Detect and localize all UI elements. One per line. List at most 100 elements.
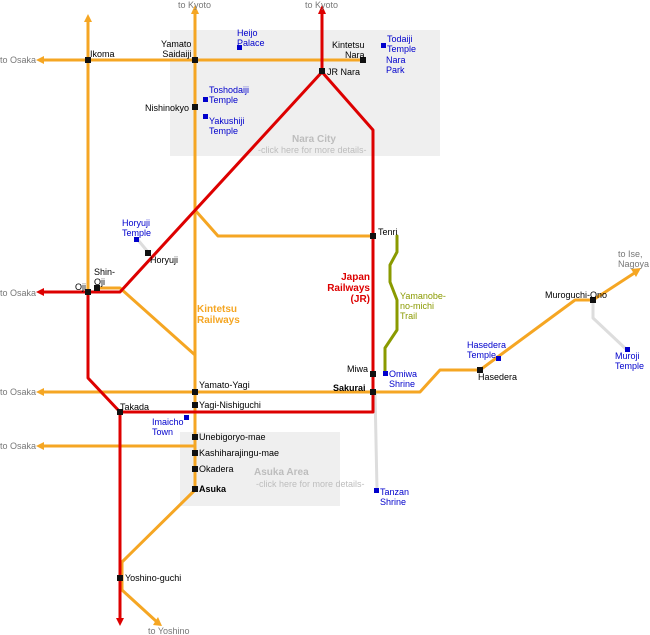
station-marker-tenri[interactable] bbox=[370, 233, 376, 239]
station-label-asuka[interactable]: Asuka bbox=[199, 484, 227, 494]
direction-to-osaka-3: to Osaka bbox=[0, 387, 37, 397]
station-label-unebigoryo-mae[interactable]: Unebigoryo-mae bbox=[199, 432, 266, 442]
station-marker-takada[interactable] bbox=[117, 409, 123, 415]
station-marker-shin-oji[interactable] bbox=[94, 285, 100, 291]
station-marker-horyuji[interactable] bbox=[145, 250, 151, 256]
station-label-okadera[interactable]: Okadera bbox=[199, 464, 234, 474]
landmark-label-nara-park[interactable]: Nara Park bbox=[386, 55, 406, 75]
direction-to-osaka-1: to Osaka bbox=[0, 55, 37, 65]
station-label-kashiharajingu-mae[interactable]: Kashiharajingu-mae bbox=[199, 448, 280, 458]
landmark-marker-todaiji[interactable] bbox=[381, 43, 386, 48]
station-label-horyuji[interactable]: Horyuji bbox=[150, 255, 179, 265]
station-label-yoshino-guchi[interactable]: Yoshino-guchi bbox=[125, 573, 182, 583]
station-marker-muroguchi-ono[interactable] bbox=[590, 297, 596, 303]
direction-to-osaka-2: to Osaka bbox=[0, 288, 37, 298]
station-marker-yamato-saidaiji[interactable] bbox=[192, 57, 198, 63]
station-label-shin-oji[interactable]: Shin- Oji bbox=[94, 267, 116, 287]
landmark-label-imaicho[interactable]: Imaicho Town bbox=[152, 417, 184, 437]
station-marker-oji[interactable] bbox=[85, 289, 91, 295]
station-marker-sakurai[interactable] bbox=[370, 389, 376, 395]
station-label-yamato-saidaiji[interactable]: Yamato Saidaiji bbox=[161, 39, 192, 59]
landmark-label-tanzan[interactable]: Tanzan Shrine bbox=[380, 487, 410, 507]
station-label-yamato-yagi[interactable]: Yamato-Yagi bbox=[199, 380, 250, 390]
arrow-north-ikoma bbox=[84, 14, 92, 22]
kintetsu-line-kashihara bbox=[120, 12, 197, 580]
line-label-kintetsu: Kintetsu Railways bbox=[197, 304, 240, 326]
asuka-area[interactable]: Asuka Area -click here for more details- bbox=[180, 432, 365, 506]
arrow-to-osaka-jr bbox=[36, 288, 44, 296]
landmark-marker-toshodaiji[interactable] bbox=[203, 97, 208, 102]
walk-path-muroji bbox=[591, 298, 629, 352]
landmark-marker-heijo-palace[interactable] bbox=[237, 45, 242, 50]
landmark-marker-tanzan[interactable] bbox=[374, 488, 379, 493]
landmark-label-todaiji[interactable]: Todaiji Temple bbox=[387, 34, 417, 54]
station-label-kintetsu-nara[interactable]: Kintetsu Nara bbox=[332, 40, 365, 60]
station-marker-asuka[interactable] bbox=[192, 486, 198, 492]
landmark-label-omiwa-shrine[interactable]: Omiwa Shrine bbox=[389, 369, 418, 389]
landmark-marker-horyuji-temple[interactable] bbox=[134, 237, 139, 242]
arrow-south-jr bbox=[116, 618, 124, 626]
walk-path-tanzan bbox=[373, 390, 379, 492]
kintetsu-line-tenri bbox=[193, 208, 375, 238]
landmark-label-horyuji-temple[interactable]: Horyuji Temple bbox=[122, 218, 152, 238]
landmark-label-hasedera-temple[interactable]: Hasedera Temple bbox=[467, 340, 507, 360]
station-label-yagi-nishiguchi[interactable]: Yagi-Nishiguchi bbox=[199, 400, 261, 410]
station-marker-hasedera[interactable] bbox=[477, 367, 483, 373]
nara-city-area-title: Nara City bbox=[292, 134, 336, 145]
direction-to-ise-nagoya: to Ise, Nagoya bbox=[618, 249, 650, 269]
station-marker-yoshino-guchi[interactable] bbox=[117, 575, 123, 581]
yamanobe-trail-path bbox=[383, 234, 399, 375]
landmark-label-yakushiji[interactable]: Yakushiji Temple bbox=[209, 116, 245, 136]
arrow-to-osaka-minami bbox=[36, 442, 44, 450]
arrow-to-yoshino bbox=[153, 617, 162, 626]
arrow-to-kyoto-kintetsu bbox=[191, 5, 199, 14]
station-marker-okadera[interactable] bbox=[192, 466, 198, 472]
landmark-marker-imaicho[interactable] bbox=[184, 415, 189, 420]
kintetsu-line-tawaramoto bbox=[98, 286, 197, 357]
landmark-label-muroji[interactable]: Muroji Temple bbox=[615, 351, 645, 371]
station-marker-kashiharajingu-mae[interactable] bbox=[192, 450, 198, 456]
station-marker-yagi-nishiguchi[interactable] bbox=[192, 402, 198, 408]
arrow-to-osaka-osaka-line bbox=[36, 388, 44, 396]
station-label-sakurai[interactable]: Sakurai bbox=[333, 383, 366, 393]
station-marker-unebigoryo-mae[interactable] bbox=[192, 434, 198, 440]
direction-to-kyoto-jr: to Kyoto bbox=[305, 0, 339, 10]
station-label-oji[interactable]: Oji bbox=[75, 282, 86, 292]
station-label-muroguchi-ono[interactable]: Muroguchi-Ono bbox=[545, 290, 608, 300]
station-marker-jr-nara[interactable] bbox=[319, 68, 325, 74]
station-label-hasedera[interactable]: Hasedera bbox=[478, 372, 518, 382]
station-label-tenri[interactable]: Tenri bbox=[378, 227, 398, 237]
station-label-ikoma[interactable]: Ikoma bbox=[90, 49, 115, 59]
station-marker-yamato-yagi[interactable] bbox=[192, 389, 198, 395]
landmark-marker-omiwa-shrine[interactable] bbox=[383, 371, 388, 376]
landmark-marker-muroji[interactable] bbox=[625, 347, 630, 352]
station-label-takada[interactable]: Takada bbox=[120, 402, 150, 412]
landmark-label-toshodaiji[interactable]: Toshodaiji Temple bbox=[209, 85, 250, 105]
landmark-marker-yakushiji[interactable] bbox=[203, 114, 208, 119]
jr-line-nara bbox=[320, 12, 375, 394]
landmark-marker-hasedera-temple[interactable] bbox=[496, 356, 501, 361]
station-label-miwa[interactable]: Miwa bbox=[347, 364, 369, 374]
landmark-label-heijo-palace[interactable]: Heijo Palace bbox=[237, 28, 265, 48]
arrow-to-ise bbox=[631, 268, 641, 277]
jr-line-yamatoji bbox=[40, 70, 324, 294]
nara-city-area[interactable]: Nara City -click here for more details- bbox=[170, 30, 440, 156]
nara-city-area-subtitle: -click here for more details- bbox=[258, 145, 367, 155]
station-marker-nishinokyo[interactable] bbox=[192, 104, 198, 110]
station-marker-ikoma[interactable] bbox=[85, 57, 91, 63]
line-label-jr: Japan Railways (JR) bbox=[327, 272, 370, 305]
arrow-to-osaka-nara-line bbox=[36, 56, 44, 64]
kintetsu-line-yoshino bbox=[120, 576, 159, 624]
direction-to-osaka-4: to Osaka bbox=[0, 441, 37, 451]
station-marker-kintetsu-nara[interactable] bbox=[360, 57, 366, 63]
asuka-area-title: Asuka Area bbox=[254, 467, 309, 478]
station-marker-miwa[interactable] bbox=[370, 371, 376, 377]
station-label-jr-nara[interactable]: JR Nara bbox=[327, 67, 361, 77]
arrow-to-kyoto-jr bbox=[318, 5, 326, 14]
asuka-area-subtitle: -click here for more details- bbox=[256, 479, 365, 489]
direction-to-yoshino: to Yoshino bbox=[148, 626, 190, 635]
line-label-yamanobe-trail: Yamanobe- no-michi Trail bbox=[400, 291, 446, 321]
station-label-nishinokyo[interactable]: Nishinokyo bbox=[145, 103, 190, 113]
